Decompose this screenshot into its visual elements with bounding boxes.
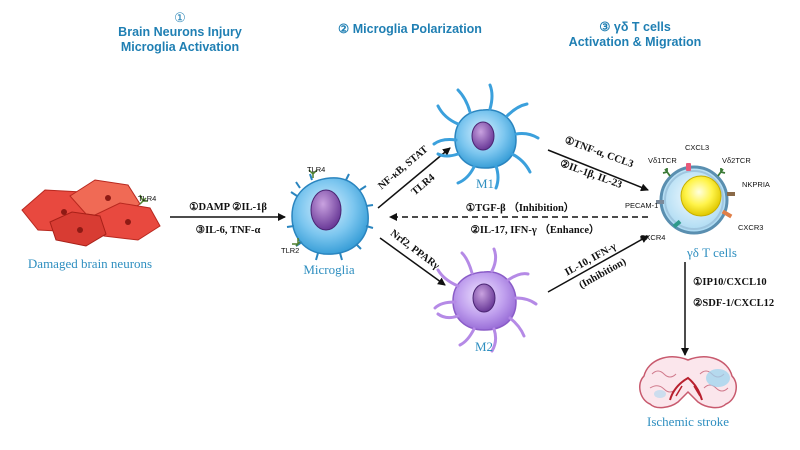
cxcl3-label: CXCL3: [685, 143, 709, 152]
cxcr4-label: CXCR4: [640, 233, 665, 242]
arrow-m2-to-tcell: [547, 235, 649, 293]
tlr2-microglia-label: TLR2: [281, 246, 299, 255]
header-step-1-line-2: Microglia Activation: [120, 40, 240, 54]
m2-microglia-illustration: [433, 247, 538, 353]
tcell-label: γδ T cells: [686, 245, 737, 260]
header-step-3-line-1: γδ T cells: [613, 20, 671, 34]
arrow-tcell-to-stroke-label-2: ②SDF-1/CXCL12: [693, 297, 774, 309]
cxcr3-label: CXCR3: [738, 223, 763, 232]
brain-illustration: [638, 356, 738, 409]
header-step-1-number: ①: [174, 10, 186, 25]
microglia-label: Microglia: [303, 262, 354, 277]
header-step-2: ② Microglia Polarization: [310, 22, 510, 37]
arrow-tcell-to-stroke-label-1: ①IP10/CXCL10: [693, 276, 767, 288]
header-step-1-line-1: Brain Neurons Injury: [118, 25, 242, 39]
m1-label: M1: [476, 176, 494, 191]
header-step-2-title: ② Microglia Polarization: [310, 22, 510, 37]
header-step-3-title: ③ γδ T cells: [535, 20, 735, 35]
arrow-neurons-to-microglia-label-1: ①DAMP ②IL-1β: [189, 201, 267, 213]
header-step-3-line-2: Activation & Migration: [568, 35, 702, 49]
arrow-m1-to-tcell: [547, 149, 649, 192]
tlr4-neuron-label: TLR4: [138, 194, 156, 203]
nkpria-label: NKPRIA: [742, 180, 770, 189]
pecam1-label: PECAM-1: [625, 201, 658, 210]
damaged-neurons-label: Damaged brain neurons: [28, 256, 152, 271]
header-step-1: ① Brain Neurons Injury Microglia Activat…: [80, 10, 280, 55]
tlr4-microglia-label: TLR4: [307, 165, 325, 174]
header-step-2-number: ②: [338, 22, 350, 36]
feedback-label-2: ②IL-17, IFN-γ （Enhance）: [471, 223, 600, 236]
arrow-microglia-to-m2: [379, 237, 446, 286]
header-step-3: ③ γδ T cells Activation & Migration: [535, 20, 735, 50]
arrow-microglia-to-m1: [377, 147, 451, 209]
vd1tcr-label: Vδ1TCR: [648, 156, 677, 165]
m2-label: M2: [475, 339, 493, 354]
gamma-delta-tcell-illustration: [656, 163, 735, 235]
m1-microglia-illustration: [432, 83, 540, 190]
damaged-neurons-illustration: [21, 179, 161, 247]
microglia-cell-illustration: [286, 169, 374, 261]
feedback-label-1: ①TGF-β （Inhibition）: [466, 201, 575, 214]
header-step-2-line-1: Microglia Polarization: [352, 22, 482, 36]
vd2tcr-label: Vδ2TCR: [722, 156, 751, 165]
arrow-microglia-to-m1-label-2: TLR4: [410, 172, 438, 198]
arrow-neurons-to-microglia-label-2: ③IL-6, TNF-α: [196, 224, 261, 236]
header-step-3-number: ③: [599, 20, 611, 34]
ischemic-stroke-label: Ischemic stroke: [647, 414, 729, 429]
